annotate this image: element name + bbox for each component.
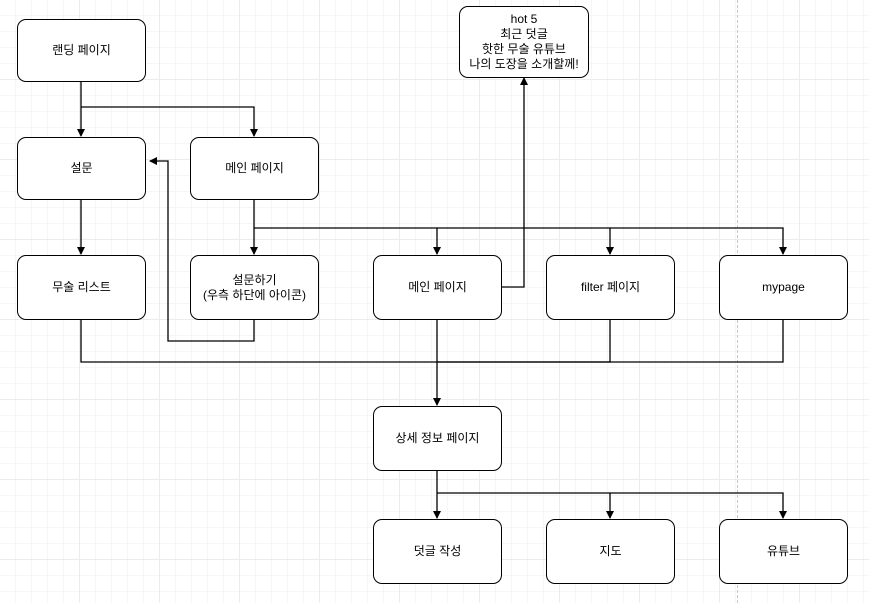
node-label: hot 5 최근 덧글 핫한 무술 유튜브 나의 도장을 소개할께! <box>469 12 579 71</box>
node-label: 메인 페이지 <box>408 280 467 294</box>
node-label: 설문하기 (우측 하단에 아이콘) <box>203 272 306 302</box>
edge-filter-to-detail <box>437 320 611 363</box>
node-martial-list[interactable]: 무술 리스트 <box>17 255 146 320</box>
node-youtube[interactable]: 유튜브 <box>719 519 848 584</box>
edge-main-to-main-mid <box>254 227 441 255</box>
edge-main-to-mypage <box>610 227 787 255</box>
node-main-page-mid[interactable]: 메인 페이지 <box>373 255 502 320</box>
node-mypage[interactable]: mypage <box>719 255 848 320</box>
edge-detail-to-map <box>437 492 614 519</box>
edge-landing-to-main <box>81 106 258 137</box>
node-label: 설문 <box>70 161 93 175</box>
node-label: 랜딩 페이지 <box>52 43 111 57</box>
node-landing-page[interactable]: 랜딩 페이지 <box>17 19 146 82</box>
node-write-comment[interactable]: 덧글 작성 <box>373 519 502 584</box>
node-label: mypage <box>762 280 805 294</box>
node-detail-page[interactable]: 상세 정보 페이지 <box>373 406 502 471</box>
node-label: 무술 리스트 <box>52 280 111 294</box>
edge-detail-to-youtube <box>610 492 787 519</box>
edge-main-mid-to-hot5 <box>502 77 528 288</box>
node-label: 상세 정보 페이지 <box>395 431 480 445</box>
node-do-survey[interactable]: 설문하기 (우측 하단에 아이콘) <box>190 255 319 320</box>
node-filter-page[interactable]: filter 페이지 <box>546 255 675 320</box>
node-main-page-top[interactable]: 메인 페이지 <box>190 137 319 200</box>
node-label: 지도 <box>599 544 622 558</box>
node-map[interactable]: 지도 <box>546 519 675 584</box>
node-label: filter 페이지 <box>580 280 641 294</box>
node-label: 메인 페이지 <box>225 161 284 175</box>
node-survey[interactable]: 설문 <box>17 137 146 200</box>
edge-do-survey-to-survey <box>149 157 255 342</box>
node-label: 덧글 작성 <box>413 544 462 558</box>
edge-martial-list-to-detail <box>80 320 437 363</box>
edge-mypage-to-detail <box>437 320 784 363</box>
node-label: 유튜브 <box>766 544 801 558</box>
node-hot5[interactable]: hot 5 최근 덧글 핫한 무술 유튜브 나의 도장을 소개할께! <box>459 6 589 78</box>
